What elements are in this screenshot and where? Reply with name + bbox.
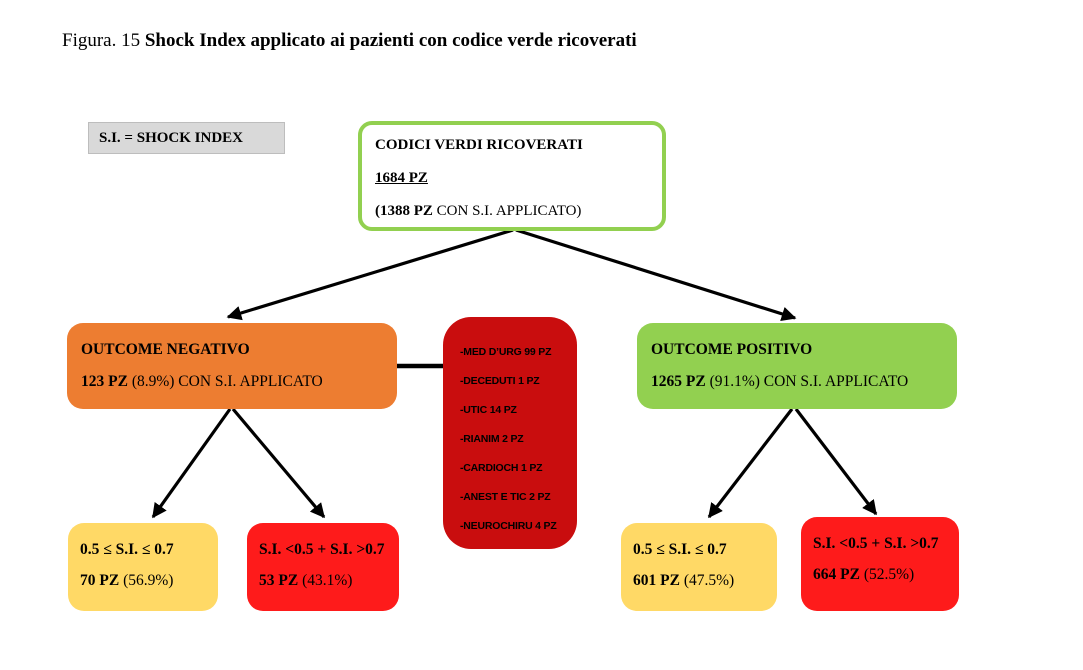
figure-number: Figura. 15 <box>62 30 145 51</box>
negative-inrange-stats: 70 PZ (56.9%) <box>80 565 218 596</box>
root-box-subtext: CON S.I. APPLICATO) <box>432 203 582 219</box>
outcome-negative-stats: 123 PZ (8.9%) CON S.I. APPLICATO <box>81 366 397 398</box>
negative-outrange-rest: (43.1%) <box>298 572 353 589</box>
negative-outrange-box: S.I. <0.5 + S.I. >0.7 53 PZ (43.1%) <box>247 523 399 611</box>
arrow-root-to-positive <box>515 228 797 322</box>
positive-inrange-stats: 601 PZ (47.5%) <box>633 565 777 596</box>
arrow-negative-to-inrange <box>151 408 232 519</box>
figure-caption: Shock Index applicato ai pazienti con co… <box>144 30 637 51</box>
outcome-negative-rest: (8.9%) CON S.I. APPLICATO <box>127 373 323 390</box>
arrow-negative-to-outrange <box>231 407 326 519</box>
negative-inrange-condition: 0.5 ≤ S.I. ≤ 0.7 <box>80 541 174 558</box>
positive-outrange-condition: S.I. <0.5 + S.I. >0.7 <box>813 535 939 552</box>
detail-item: -UTIC 14 PZ <box>460 404 517 416</box>
positive-outrange-rest: (52.5%) <box>859 566 915 583</box>
negative-outrange-stats: 53 PZ (43.1%) <box>259 565 399 596</box>
negative-inrange-count: 70 PZ <box>80 572 120 589</box>
detail-item: -CARDIOCH 1 PZ <box>460 462 543 474</box>
outcome-negative-count: 123 PZ <box>81 373 128 390</box>
legend-text: S.I. = SHOCK INDEX <box>99 130 243 146</box>
outcome-positive-title: OUTCOME POSITIVO <box>651 341 813 358</box>
negative-inrange-box: 0.5 ≤ S.I. ≤ 0.7 70 PZ (56.9%) <box>68 523 218 611</box>
root-box-subline: (1388 PZ CON S.I. APPLICATO) <box>375 195 662 228</box>
outcome-negative-box: OUTCOME NEGATIVO 123 PZ (8.9%) CON S.I. … <box>67 323 397 409</box>
positive-inrange-condition: 0.5 ≤ S.I. ≤ 0.7 <box>633 541 727 558</box>
detail-item: -NEUROCHIRU 4 PZ <box>460 520 557 532</box>
positive-inrange-rest: (47.5%) <box>679 572 735 589</box>
root-box: CODICI VERDI RICOVERATI 1684 PZ (1388 PZ… <box>358 121 666 231</box>
negative-outrange-condition: S.I. <0.5 + S.I. >0.7 <box>259 541 385 558</box>
figure-title: Figura. 15 Shock Index applicato ai pazi… <box>62 30 637 52</box>
root-box-title: CODICI VERDI RICOVERATI <box>375 137 583 153</box>
arrow-positive-to-outrange <box>794 408 878 516</box>
detail-item: -RIANIM 2 PZ <box>460 433 524 445</box>
root-box-subcount: (1388 PZ <box>375 203 433 219</box>
outcome-positive-box: OUTCOME POSITIVO 1265 PZ (91.1%) CON S.I… <box>637 323 957 409</box>
positive-inrange-count: 601 PZ <box>633 572 680 589</box>
outcome-positive-stats: 1265 PZ (91.1%) CON S.I. APPLICATO <box>651 366 957 398</box>
positive-outrange-count: 664 PZ <box>813 566 860 583</box>
positive-inrange-box: 0.5 ≤ S.I. ≤ 0.7 601 PZ (47.5%) <box>621 523 777 611</box>
negative-outrange-count: 53 PZ <box>259 572 299 589</box>
arrow-positive-to-inrange <box>707 408 794 519</box>
negative-inrange-rest: (56.9%) <box>119 572 174 589</box>
root-box-count: 1684 PZ <box>375 170 428 186</box>
positive-outrange-box: S.I. <0.5 + S.I. >0.7 664 PZ (52.5%) <box>801 517 959 611</box>
detail-item: -MED D’URG 99 PZ <box>460 346 552 358</box>
outcome-positive-rest: (91.1%) CON S.I. APPLICATO <box>705 373 909 390</box>
arrow-root-to-negative <box>226 228 514 321</box>
outcome-negative-title: OUTCOME NEGATIVO <box>81 341 250 358</box>
outcome-positive-count: 1265 PZ <box>651 373 706 390</box>
detail-item: -ANEST E TIC 2 PZ <box>460 491 551 503</box>
legend-box: S.I. = SHOCK INDEX <box>88 122 285 154</box>
detail-item: -DECEDUTI 1 PZ <box>460 375 540 387</box>
positive-outrange-stats: 664 PZ (52.5%) <box>813 559 959 590</box>
negative-detail-box: -MED D’URG 99 PZ -DECEDUTI 1 PZ -UTIC 14… <box>443 317 577 549</box>
